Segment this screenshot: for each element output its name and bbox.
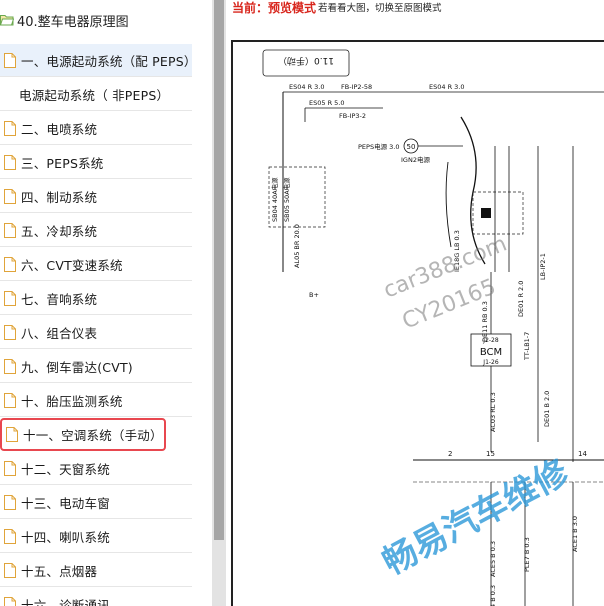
bcm-pin-bottom: J1-26: [482, 359, 499, 366]
tree-item-label: 十四、喇叭系统: [21, 529, 110, 545]
document-icon: [4, 52, 16, 68]
tree-item-label: 一、电源起动系统（配 PEPS）: [21, 53, 197, 69]
wiring-diagram-canvas: 11.0（手动） ES04 R 3.0 FB-IP2-58 ES04 R 3.0…: [262, 49, 604, 606]
wire-label: LB-IP2-1: [539, 253, 547, 280]
wire-label: FB-IP3-2: [339, 112, 366, 120]
tree-item-label: 十五、点烟器: [21, 563, 98, 579]
tree-item[interactable]: 一、电源起动系统（配 PEPS）: [0, 44, 196, 77]
wiring-diagram-image: 11.0（手动） ES04 R 3.0 FB-IP2-58 ES04 R 3.0…: [231, 40, 604, 606]
tree-item-label: 二、电喷系统: [21, 121, 98, 137]
tree-item-label: 六、CVT变速系统: [21, 257, 123, 273]
tree-item-label: 十三、电动车窗: [21, 495, 110, 511]
tree-item[interactable]: 十三、电动车窗: [0, 486, 192, 519]
document-icon: [4, 494, 16, 510]
tree-item[interactable]: 六、CVT变速系统: [0, 248, 192, 281]
tree-item[interactable]: 十、胎压监测系统: [0, 384, 192, 417]
tree-item[interactable]: 电源起动系统（ 非PEPS）: [0, 78, 192, 111]
sidebar-scrollbar-thumb[interactable]: [214, 0, 224, 540]
tree-root-label: 40.整车电器原理图: [17, 14, 129, 30]
tree-item-label: 四、制动系统: [21, 189, 98, 205]
status-prefix: 当前：: [232, 0, 269, 15]
wire-label: ES04 R 3.0: [289, 83, 325, 91]
wire-label: ES04 R 3.0: [429, 83, 465, 91]
folder-open-icon: [0, 15, 14, 26]
document-icon: [4, 256, 16, 272]
terminal-number: 14: [578, 450, 587, 458]
diagram-title: 11.0（手动）: [278, 55, 334, 67]
document-icon: [4, 358, 16, 374]
wire-label: IE18G LB 0.3: [453, 230, 461, 272]
viewer-status-line: 当前： 预览模式 若看看大图，切换至原图模式: [232, 0, 442, 15]
document-icon: [4, 596, 16, 606]
tree-item-label: 十二、天窗系统: [21, 461, 110, 477]
tree-item-label: 十一、空调系统（手动）: [23, 428, 163, 443]
tree-item-label: 七、音响系统: [21, 291, 98, 307]
document-icon: [4, 562, 16, 578]
tree-item-highlighted[interactable]: 十一、空调系统（手动）: [0, 418, 166, 451]
wire-label: DE01 B 2.0: [543, 391, 551, 427]
document-icon: [6, 427, 18, 442]
tree-item[interactable]: 四、制动系统: [0, 180, 192, 213]
wire-label: PEPS电源 3.0: [358, 142, 399, 151]
wire-label: 4 B 0.3: [489, 585, 497, 606]
tree-item[interactable]: 二、电喷系统: [0, 112, 192, 145]
tree-root-folder[interactable]: 40.整车电器原理图: [0, 9, 212, 31]
fuse-label: SB04 40A电源: [270, 177, 279, 222]
tree-item[interactable]: 十六、诊断通讯: [0, 588, 192, 606]
tree-item[interactable]: 十二、天窗系统: [0, 452, 192, 485]
tree-item-label: 九、倒车雷达(CVT): [21, 359, 133, 375]
tree-item[interactable]: 八、组合仪表: [0, 316, 192, 349]
wire-label: B+: [309, 291, 319, 299]
tree-item[interactable]: 五、冷却系统: [0, 214, 192, 247]
wire-label: AC03 RL 0.3: [489, 392, 497, 432]
wire-label: DE01 R 2.0: [517, 281, 525, 317]
preview-mode-label: 预览模式: [268, 0, 317, 15]
file-tree-panel: 40.整车电器原理图 一、电源起动系统（配 PEPS） 电源起动系统（ 非PEP…: [0, 0, 212, 606]
tree-item[interactable]: 十四、喇叭系统: [0, 520, 192, 553]
tree-item[interactable]: 九、倒车雷达(CVT): [0, 350, 192, 383]
wire-label: FB-IP2-58: [341, 83, 372, 91]
wire-label: AL05 BR 20.0: [293, 224, 301, 268]
bcm-module-name: BCM: [480, 347, 502, 358]
tree-item-label: 电源起动系统（ 非PEPS）: [19, 87, 170, 103]
tree-item[interactable]: 十五、点烟器: [0, 554, 192, 587]
tree-item-label: 十六、诊断通讯: [21, 597, 110, 606]
wire-label: PLE7 B 0.3: [523, 537, 531, 572]
document-icon: [4, 460, 16, 476]
wire-label: DE11 RB 0.3: [481, 301, 489, 342]
document-icon: [4, 222, 16, 238]
document-icon: [4, 290, 16, 306]
tree-item-label: 五、冷却系统: [21, 223, 98, 239]
document-icon: [4, 154, 16, 170]
wire-label: IGN2电源: [401, 155, 430, 164]
wire-label: ACE5 B 0.3: [489, 541, 497, 577]
wire-label: TT-LB1-7: [523, 332, 531, 361]
tree-item-label: 十、胎压监测系统: [21, 393, 123, 409]
fuse-number: 50: [407, 143, 416, 151]
bcm-pin-top: J2-28: [482, 337, 499, 344]
wire-label: ACE1 B 3.0: [571, 516, 579, 552]
terminal-number: 2: [448, 450, 452, 458]
tree-item[interactable]: 七、音响系统: [0, 282, 192, 315]
document-icon: [4, 188, 16, 204]
tree-item-label: 三、PEPS系统: [21, 155, 104, 171]
fuse-label: SB05 50A电源: [282, 177, 291, 222]
document-icon: [4, 324, 16, 340]
tree-item[interactable]: 三、PEPS系统: [0, 146, 192, 179]
tree-item-label: 八、组合仪表: [21, 325, 98, 341]
document-icon: [4, 392, 16, 408]
document-icon: [4, 120, 16, 136]
wire-label: ES05 R 5.0: [309, 99, 345, 107]
diagram-title-box: [262, 49, 350, 77]
document-icon: [4, 528, 16, 544]
terminal-number: 15: [486, 450, 495, 458]
switch-original-hint[interactable]: 若看看大图，切换至原图模式: [318, 3, 442, 14]
